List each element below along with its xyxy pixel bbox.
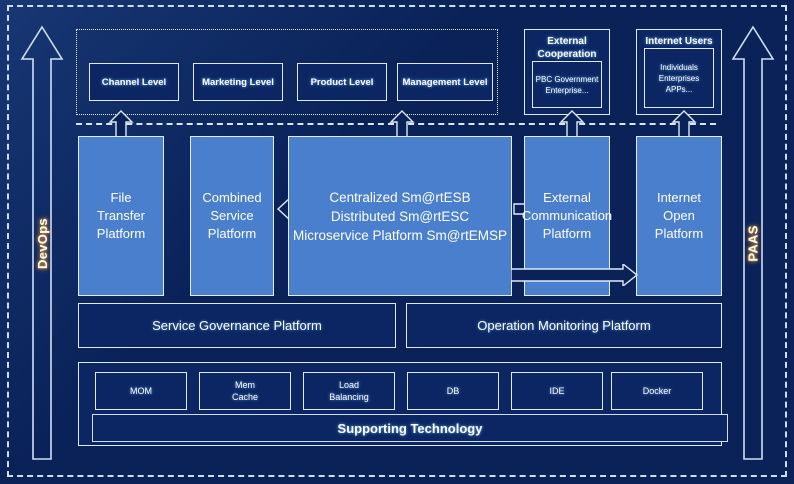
paas-arrow-label-wrap: PAAS xyxy=(731,25,775,461)
tech-box-db[interactable]: DB xyxy=(407,372,499,410)
tech-memcache-line2: Cache xyxy=(231,392,258,402)
devops-arrow-shape xyxy=(20,25,64,460)
centralized-line3: Microservice Platform Sm@rtEMSP xyxy=(293,227,507,243)
devops-arrow-label-wrap: DevOps xyxy=(20,25,64,461)
tech-box-mom[interactable]: MOM xyxy=(95,372,187,410)
tech-mom-line1: MOM xyxy=(130,386,152,396)
long-right-arrow-to-internet-open xyxy=(511,264,639,286)
tech-ide-line1: IDE xyxy=(549,386,565,396)
internet-users-title-line1: Internet Users xyxy=(645,36,713,47)
level-label-marketing: Marketing Level xyxy=(202,76,274,88)
panel-combined-service-platform[interactable]: Combined Service Platform xyxy=(190,136,274,296)
service-governance-label: Service Governance Platform xyxy=(152,318,322,333)
level-label-product: Product Level xyxy=(310,76,374,88)
level-box-product[interactable]: Product Level xyxy=(297,63,387,101)
tech-box-load-balancing[interactable]: Load Balancing xyxy=(303,372,395,410)
level-label-channel: Channel Level xyxy=(101,76,167,88)
up-arrow-file-transfer xyxy=(108,110,134,138)
tech-box-docker[interactable]: Docker xyxy=(611,372,703,410)
panel-file-transfer-platform[interactable]: File Transfer Platform xyxy=(78,136,164,296)
business-levels-group xyxy=(76,29,498,115)
combined-service-line1: Combined xyxy=(202,190,262,205)
tech-db-line1: DB xyxy=(446,386,460,396)
service-governance-platform[interactable]: Service Governance Platform xyxy=(78,303,396,348)
paas-arrow-label: PAAS xyxy=(745,224,761,262)
internet-open-line1: Internet xyxy=(656,190,702,205)
centralized-line1: Centralized Sm@rtESB xyxy=(329,189,471,205)
internet-users-inner: Individuals Enterprises APPs... xyxy=(644,48,714,108)
outer-boundary xyxy=(7,5,787,477)
up-arrow-centralized xyxy=(389,110,415,138)
panel-internet-open-platform[interactable]: Internet Open Platform xyxy=(636,136,722,296)
internet-users-inner-line3: APPs... xyxy=(665,84,693,94)
up-arrow-internet-open xyxy=(671,110,697,138)
devops-arrow: DevOps xyxy=(20,25,64,461)
external-comm-line1: External xyxy=(543,190,591,205)
supporting-technology-bar[interactable]: Supporting Technology xyxy=(92,414,728,442)
external-cooperation-inner-line2: Enterprise... xyxy=(545,85,589,95)
up-arrow-external-communication xyxy=(559,110,585,138)
external-cooperation-inner-line1: PBC Government xyxy=(535,74,599,84)
external-cooperation-inner: PBC Government Enterprise... xyxy=(532,61,602,108)
file-transfer-line3: Platform xyxy=(96,226,146,241)
level-box-management[interactable]: Management Level xyxy=(397,63,493,101)
internet-open-line2: Open xyxy=(663,208,695,223)
internet-users-inner-line1: Individuals xyxy=(660,62,698,72)
level-box-marketing[interactable]: Marketing Level xyxy=(193,63,283,101)
supporting-technology-label: Supporting Technology xyxy=(337,420,483,436)
centralized-line2: Distributed Sm@rtESC xyxy=(330,208,470,224)
level-box-channel[interactable]: Channel Level xyxy=(89,63,179,101)
tech-box-mem-cache[interactable]: Mem Cache xyxy=(199,372,291,410)
operation-monitoring-platform[interactable]: Operation Monitoring Platform xyxy=(406,303,722,348)
external-cooperation-title: External Cooperation xyxy=(525,35,609,61)
internet-users-inner-line2: Enterprises xyxy=(658,73,700,83)
panel-centralized-esb[interactable]: Centralized Sm@rtESB Distributed Sm@rtES… xyxy=(288,136,512,296)
paas-arrow: PAAS xyxy=(731,25,775,461)
external-comm-line2: Communication xyxy=(521,208,613,223)
internet-open-line3: Platform xyxy=(654,226,704,241)
operation-monitoring-label: Operation Monitoring Platform xyxy=(477,318,651,333)
tech-box-ide[interactable]: IDE xyxy=(511,372,603,410)
level-label-management: Management Level xyxy=(402,76,488,88)
external-cooperation-title-line1: External xyxy=(547,36,587,47)
layer-separator-line xyxy=(76,123,716,125)
file-transfer-line1: File xyxy=(110,190,132,205)
tech-loadbalancing-line1: Load xyxy=(338,380,360,390)
tech-memcache-line1: Mem xyxy=(234,380,255,390)
file-transfer-line2: Transfer xyxy=(97,208,145,223)
paas-arrow-shape xyxy=(731,25,775,460)
devops-arrow-label: DevOps xyxy=(34,217,50,269)
internet-users-title: Internet Users xyxy=(637,35,721,48)
combined-service-line3: Platform xyxy=(207,226,257,241)
external-cooperation-box[interactable]: External Cooperation PBC Government Ente… xyxy=(524,29,610,115)
external-cooperation-title-line2: Cooperation xyxy=(537,49,597,60)
external-comm-line3: Platform xyxy=(542,226,592,241)
combined-service-line2: Service xyxy=(210,208,254,223)
tech-docker-line1: Docker xyxy=(642,386,672,396)
internet-users-box[interactable]: Internet Users Individuals Enterprises A… xyxy=(636,29,722,115)
tech-loadbalancing-line2: Balancing xyxy=(329,392,369,402)
